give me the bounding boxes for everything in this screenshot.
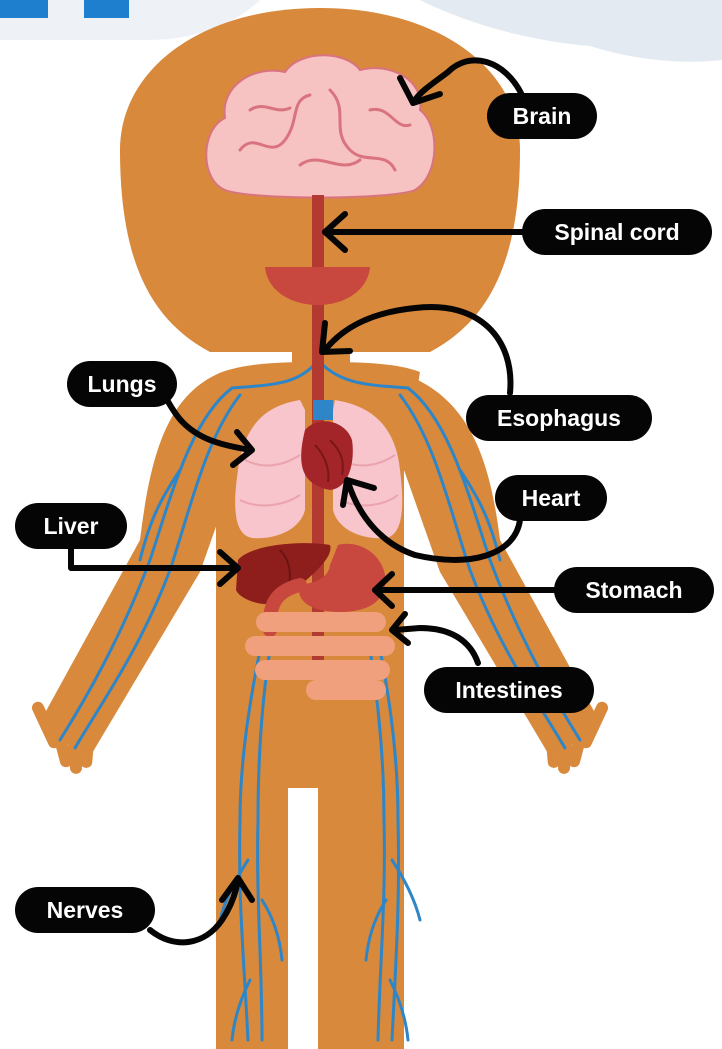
- aorta: [313, 400, 333, 420]
- label-spinal-cord: Spinal cord: [522, 209, 712, 255]
- leg-gap: [288, 788, 318, 1049]
- label-stomach: Stomach: [554, 567, 714, 613]
- label-intestines: Intestines: [424, 667, 594, 713]
- label-brain: Brain: [487, 93, 597, 139]
- label-nerves: Nerves: [15, 887, 155, 933]
- label-esophagus: Esophagus: [466, 395, 652, 441]
- corner-square-2: [84, 0, 129, 18]
- label-heart: Heart: [495, 475, 607, 521]
- label-lungs: Lungs: [67, 361, 177, 407]
- label-liver: Liver: [15, 503, 127, 549]
- corner-square-1: [0, 0, 48, 18]
